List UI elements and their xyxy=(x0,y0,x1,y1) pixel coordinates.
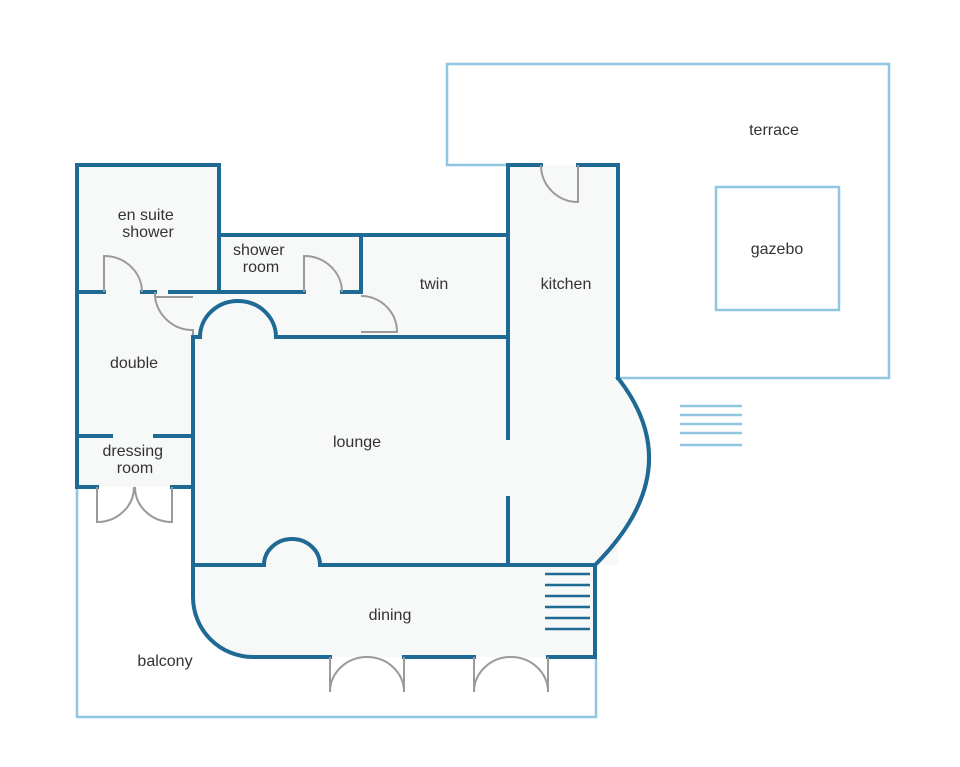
label-dressing-room-line1: dressing xyxy=(103,443,163,460)
balcony-outline xyxy=(75,488,598,719)
door-kitchen[interactable] xyxy=(540,164,579,204)
label-shower-room: shower room xyxy=(233,242,289,276)
label-twin: twin xyxy=(420,276,448,293)
label-balcony: balcony xyxy=(137,653,192,670)
label-en-suite-shower-line2: shower xyxy=(122,224,174,241)
gazebo-outline xyxy=(714,185,841,312)
dining-stairs xyxy=(545,572,590,631)
label-double: double xyxy=(110,355,158,372)
door-dining-left[interactable] xyxy=(329,656,405,693)
terrace-steps xyxy=(680,404,742,447)
door-twin[interactable] xyxy=(360,295,399,333)
label-dressing-room: dressing room xyxy=(103,443,168,477)
door-en-suite[interactable] xyxy=(103,254,143,293)
label-dressing-room-line2: room xyxy=(117,460,153,477)
label-dining: dining xyxy=(369,607,412,624)
label-shower-room-line2: room xyxy=(243,259,279,276)
door-dining-right[interactable] xyxy=(473,656,549,693)
floor-fill xyxy=(77,165,650,657)
door-shower-room[interactable] xyxy=(303,254,343,293)
terrace-outline xyxy=(445,62,891,380)
door-dressing-room[interactable] xyxy=(96,486,173,524)
label-terrace: terrace xyxy=(749,122,799,139)
walls xyxy=(75,163,652,659)
label-en-suite-shower-line1: en suite xyxy=(118,207,174,224)
label-en-suite-shower: en suite shower xyxy=(118,207,179,241)
label-shower-room-line1: shower xyxy=(233,242,285,259)
label-kitchen: kitchen xyxy=(541,276,592,293)
label-gazebo: gazebo xyxy=(751,241,804,258)
label-lounge: lounge xyxy=(333,434,381,451)
door-double[interactable] xyxy=(154,292,194,335)
